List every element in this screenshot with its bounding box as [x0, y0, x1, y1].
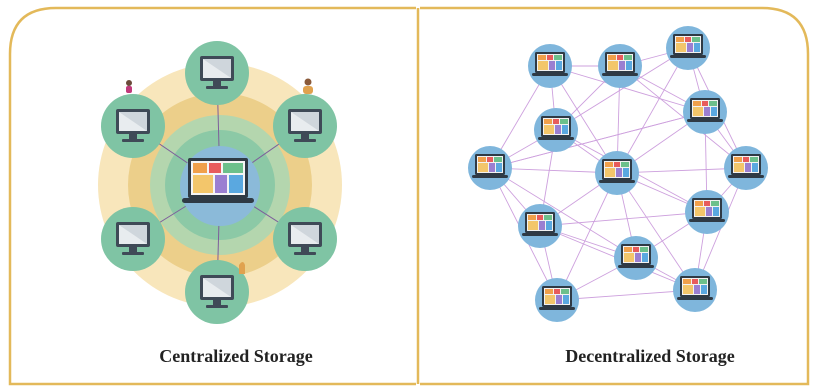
- peer-node: [666, 26, 710, 70]
- peer-node: [534, 108, 578, 152]
- peer-node: [673, 268, 717, 312]
- client-node: [101, 207, 165, 271]
- peer-node: [595, 151, 639, 195]
- decentralized-storage-caption: Decentralized Storage: [565, 346, 735, 366]
- peer-node: [724, 146, 768, 190]
- person-icon: [239, 262, 245, 274]
- peer-node: [528, 44, 572, 88]
- client-node: [273, 207, 337, 271]
- peer-node: [614, 236, 658, 280]
- peer-node: [535, 278, 579, 322]
- panel-frame-left: [8, 6, 416, 386]
- peer-node: [685, 190, 729, 234]
- peer-node: [683, 90, 727, 134]
- centralized-storage-caption: Centralized Storage: [159, 346, 313, 366]
- central-server-node: [180, 146, 260, 226]
- client-node: [185, 41, 249, 105]
- peer-node: [598, 44, 642, 88]
- client-node: [185, 260, 249, 324]
- client-node: [273, 94, 337, 158]
- person-icon: [126, 80, 132, 93]
- decentralized-diagram: [468, 26, 768, 322]
- person-icon: [303, 78, 313, 94]
- panel-frame-right: [420, 6, 810, 386]
- peer-node: [518, 204, 562, 248]
- client-node: [101, 94, 165, 158]
- centralized-diagram: [98, 41, 342, 324]
- peer-node: [468, 146, 512, 190]
